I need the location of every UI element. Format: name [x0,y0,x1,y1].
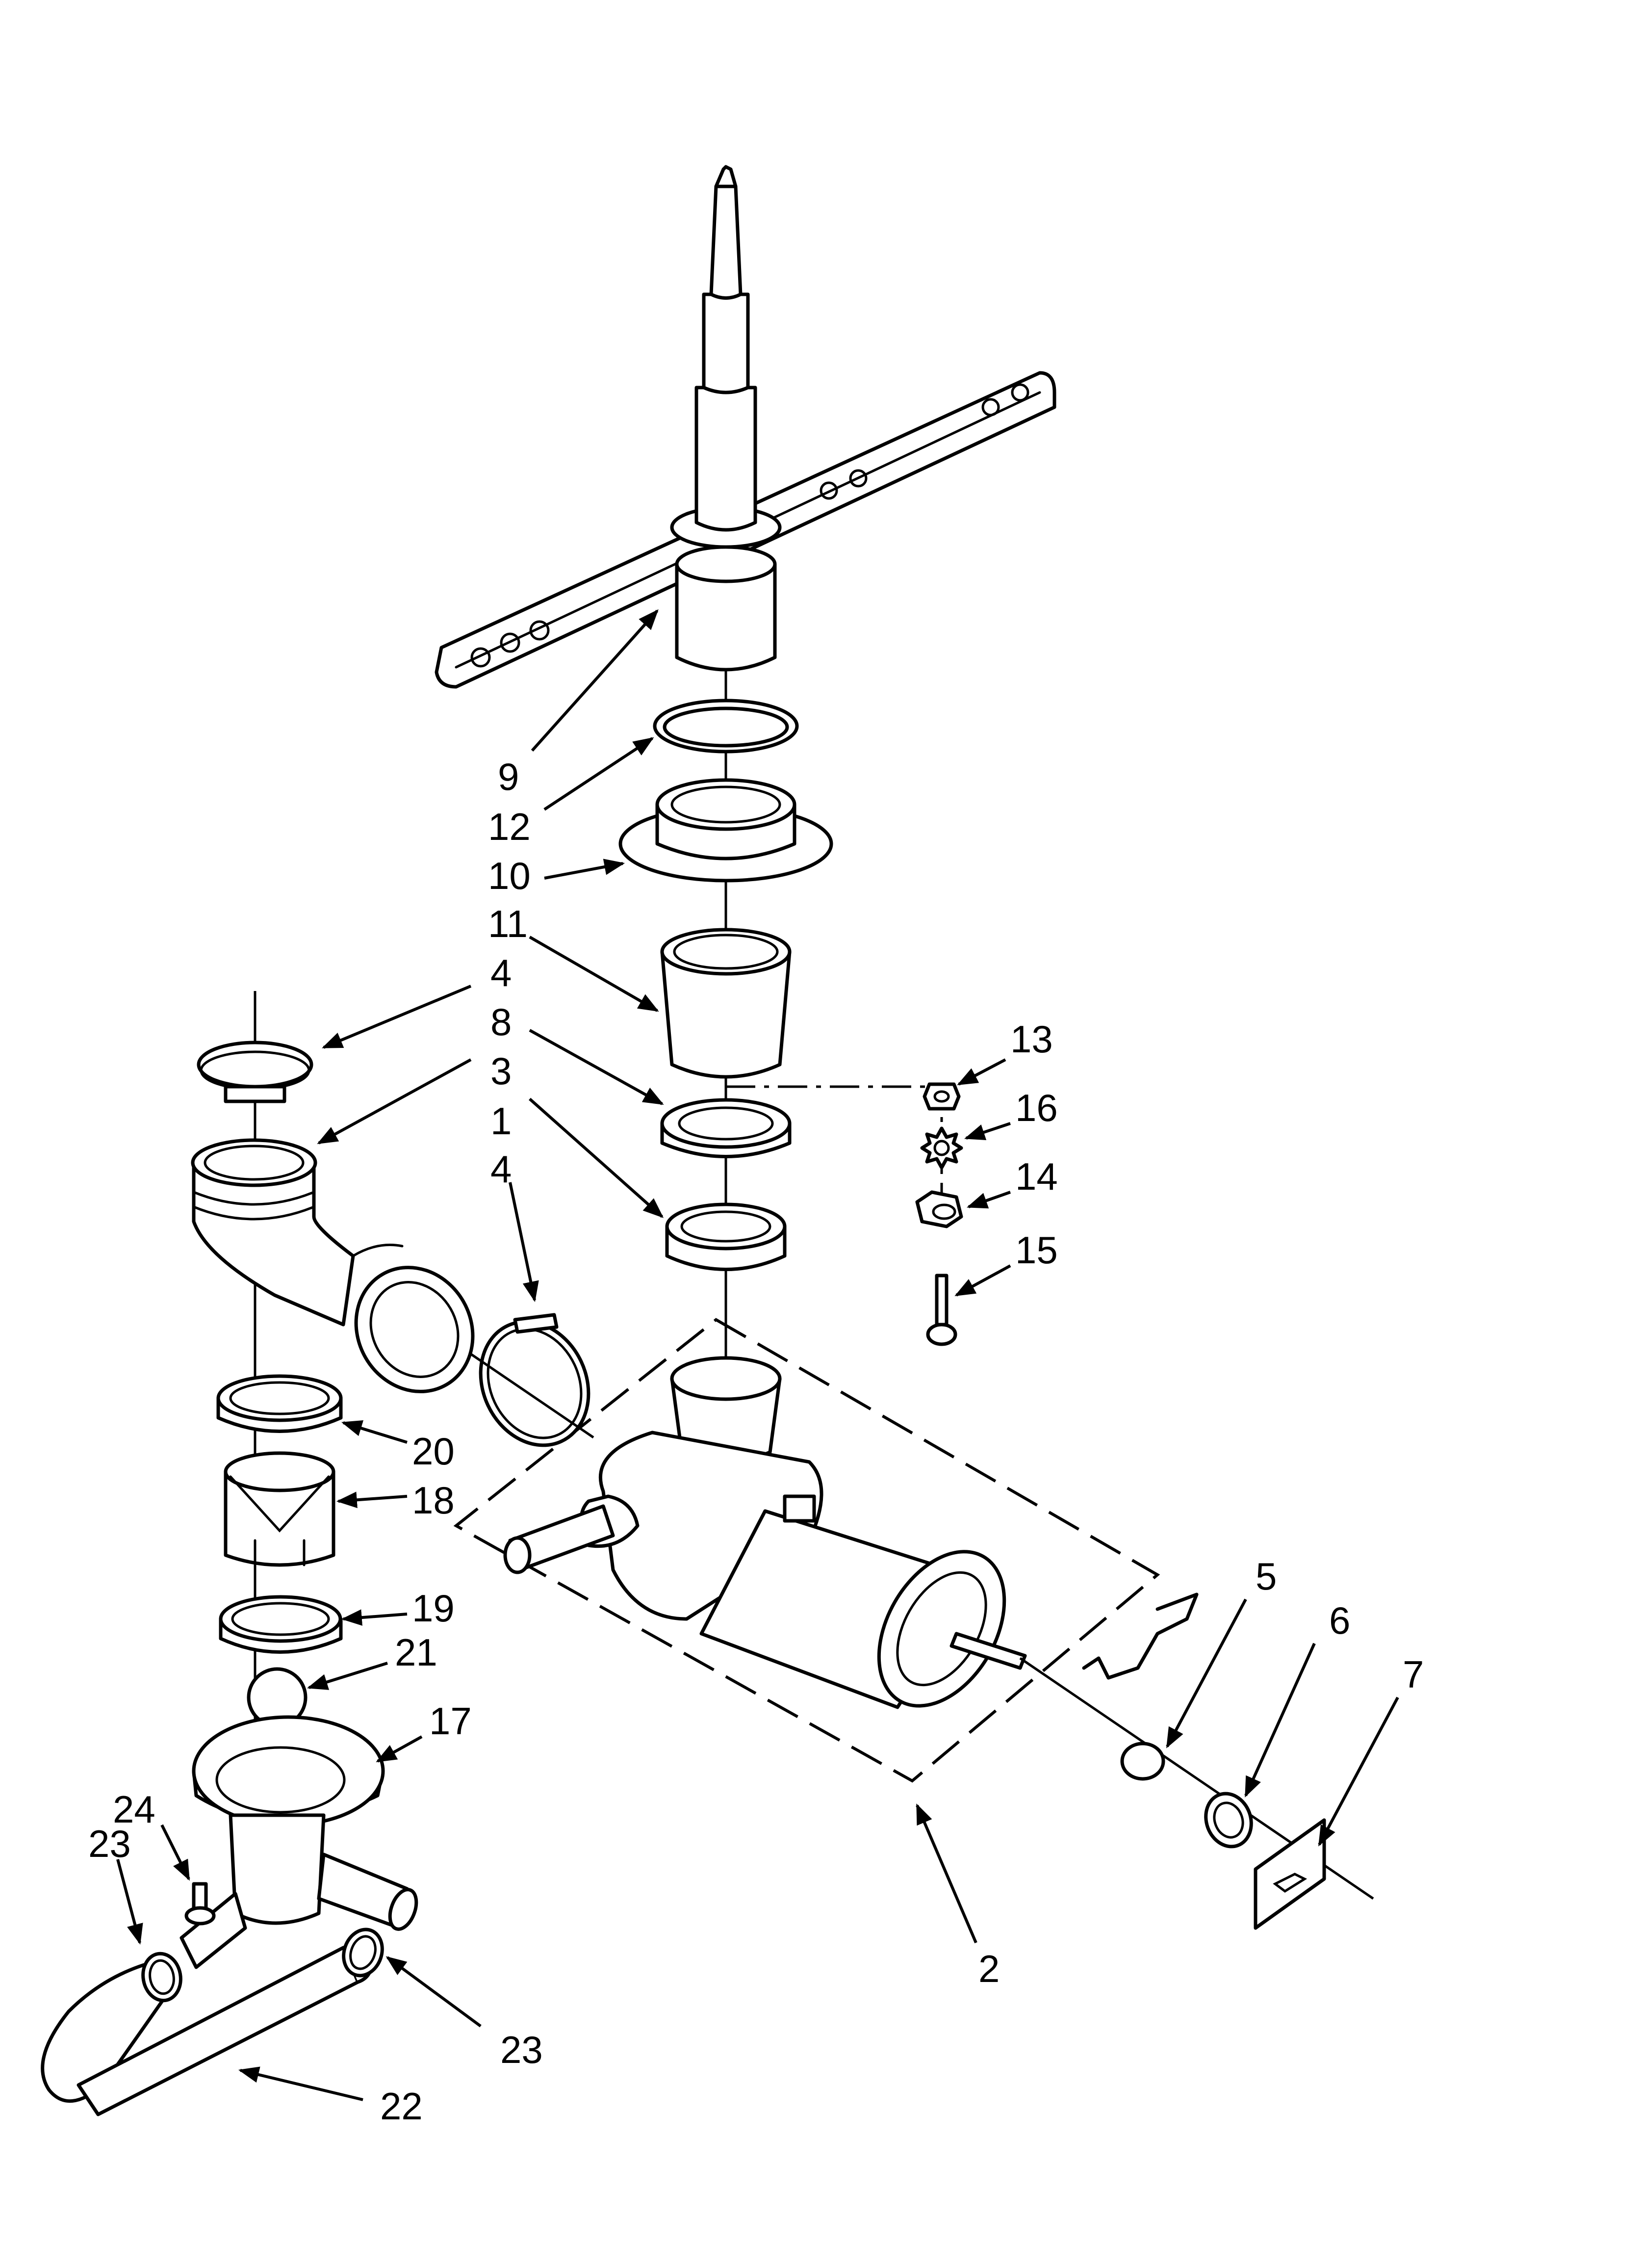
callout-11: 11 [488,902,528,945]
screw-24 [184,1882,216,1926]
callout-6: 6 [1329,1599,1350,1642]
callout-2: 2 [978,1947,1000,1990]
callout-14: 14 [1015,1155,1058,1198]
callout-4-top: 4 [490,951,512,994]
callout-12: 12 [488,805,531,848]
sump-housing [180,1715,418,1969]
plate-7 [1254,1818,1326,1930]
motor-pump-boundary [453,1318,1160,1783]
callout-4-mid: 4 [490,1147,512,1191]
callout-19: 19 [412,1587,455,1630]
screw-15 [926,1274,957,1346]
callout-15: 15 [1015,1228,1058,1272]
hose-clamp-middle [479,1313,590,1447]
callout-3: 3 [490,1049,512,1093]
hose-clamp-23-right [342,1928,384,1978]
callout-1: 1 [490,1099,512,1143]
callout-5: 5 [1256,1555,1277,1598]
callout-16: 16 [1015,1086,1058,1129]
nut-13 [923,1082,961,1111]
clamp-axis [470,1353,594,1439]
callout-23-left: 23 [88,1822,131,1865]
bracket-14 [915,1190,963,1228]
hose-clamp-top [197,1041,313,1103]
gasket-1 [665,1202,787,1271]
seal-ring-8 [660,1098,792,1158]
callout-17: 17 [429,1699,472,1743]
callout-18: 18 [412,1479,455,1522]
seal-6 [1204,1792,1253,1849]
callout-10: 10 [488,854,531,897]
hose-clamp-23-left [141,1952,182,2003]
callout-21: 21 [395,1631,437,1674]
callout-13: 13 [1010,1017,1053,1061]
motor-pump-assembly [503,1356,1027,1709]
callout-9: 9 [498,755,519,798]
callout-22: 22 [380,2085,423,2128]
spray-arm-assembly [435,165,1056,689]
callout-8: 8 [490,1000,512,1043]
elbow-hose [191,1138,475,1393]
callout-7: 7 [1403,1653,1424,1696]
leader-lines [116,609,1399,2101]
callout-24: 24 [113,1788,155,1831]
gasket-19 [219,1595,343,1654]
flange-nut [618,778,833,883]
bearing-cup [660,928,792,1079]
callout-23-right: 23 [500,2028,543,2071]
callout-20: 20 [412,1430,455,1473]
seal-20 [216,1374,343,1433]
strainer-18 [224,1451,335,1567]
snap-ring [653,699,799,754]
star-washer-16 [920,1126,963,1170]
wire-clip-5 [1082,1592,1199,1781]
